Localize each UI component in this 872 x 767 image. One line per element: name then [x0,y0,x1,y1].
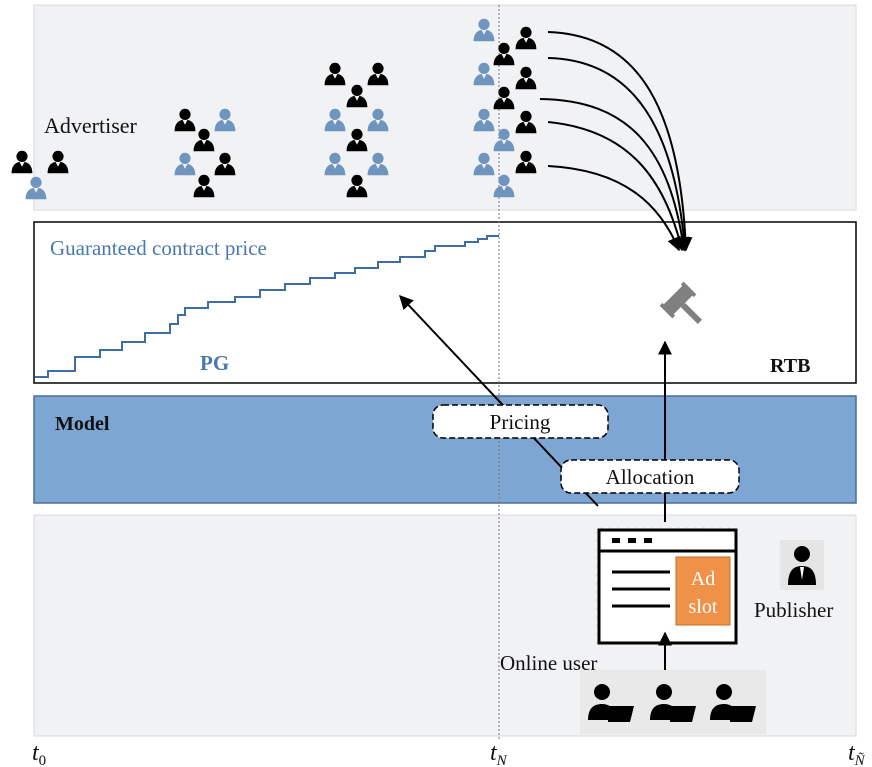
tntilde-label: tÑ [848,740,866,767]
bid-arrows [539,31,693,252]
online-users-backdrop [580,670,766,734]
advertiser-band [33,4,857,211]
gavel-icon [659,281,703,325]
allocation-box [560,459,740,494]
pricing-box [432,404,609,439]
model-label: Model [55,413,110,435]
publisher-label: Publisher [754,598,833,622]
ad-slot [675,556,731,626]
businessman-icon [780,540,824,590]
ad-slot-line1: Ad [691,568,715,590]
pg-label: PG [200,351,229,375]
price-step-line [35,235,499,378]
ad-slot-line2: slot [689,596,718,618]
laptop-user-icon [588,684,634,722]
pricing-label: Pricing [490,410,551,434]
laptop-user-icon [710,684,756,722]
allocation-label: Allocation [606,465,695,489]
rtb-label: RTB [770,355,810,377]
t0-label: t0 [32,740,46,767]
tn-label: tN [490,740,508,767]
advertiser-label: Advertiser [44,113,138,138]
laptop-user-icon [650,684,696,722]
pg-rtb-band [33,221,857,384]
pg-title: Guaranteed contract price [50,236,267,260]
person-icon [11,150,33,174]
